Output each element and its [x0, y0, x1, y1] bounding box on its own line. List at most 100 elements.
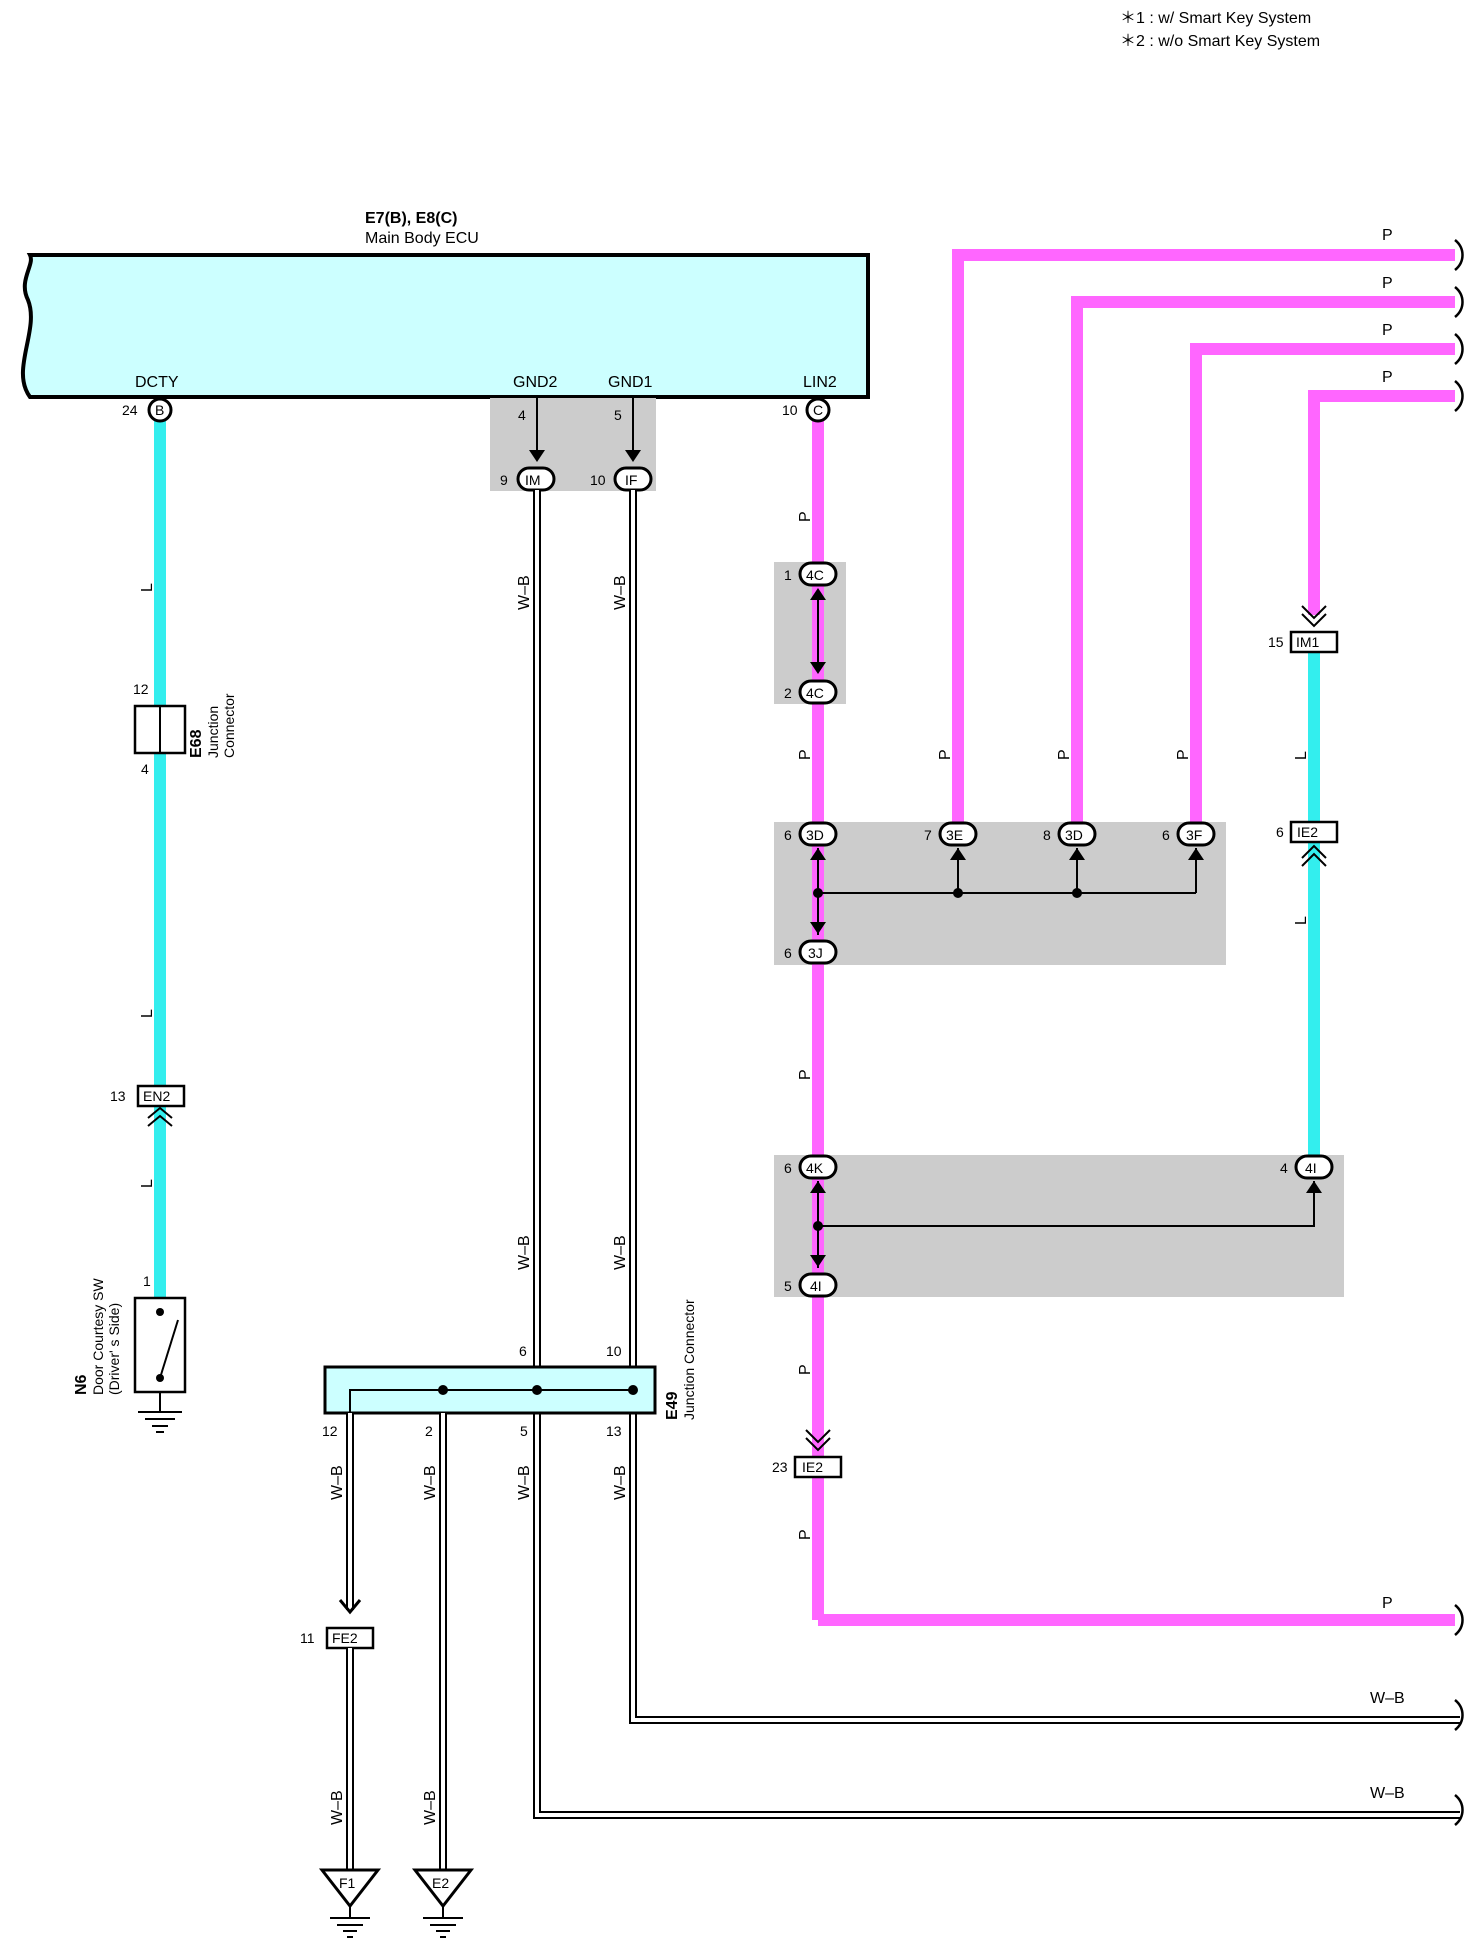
jb-4k-bus [810, 1181, 1322, 1268]
wire-label-wb1: W–B [516, 575, 533, 610]
fe2-arrow-icon [338, 1599, 362, 1615]
conn-3d-6 [798, 821, 838, 847]
wire-label-l5: L [1293, 916, 1310, 925]
ie2-connector-a [1289, 820, 1339, 844]
conn-4k-6-code: 4K [806, 1160, 824, 1176]
wire-p-im1 [1308, 390, 1455, 615]
conn-3j-6-pin: 6 [784, 945, 792, 961]
wire-label-wb6: W–B [422, 1465, 439, 1500]
conn-4c-2-pin: 2 [784, 685, 792, 701]
wire-label-p2: P [797, 749, 814, 760]
wire-label-p1: P [797, 511, 814, 522]
switch-contact-top [156, 1308, 164, 1316]
e68-line1: Junction [205, 706, 221, 758]
conn-3j-6 [798, 939, 838, 965]
wire-label-p8: P [797, 1529, 814, 1540]
ground-f1-label: F1 [339, 1875, 356, 1891]
e68-id: E68 [188, 729, 205, 758]
wire-label-p-r1: P [1382, 227, 1393, 244]
en2-pin: 13 [110, 1088, 126, 1104]
n6-id: N6 [73, 1374, 90, 1395]
conn-4i-5-pin: 5 [784, 1278, 792, 1294]
wire-label-l3: L [139, 1179, 156, 1188]
wire-label-wb5: W–B [329, 1465, 346, 1500]
conn-4i-5 [798, 1272, 838, 1298]
wire-label-wb7: W–B [516, 1465, 533, 1500]
conn-3d-8-code: 3D [1065, 827, 1083, 843]
wire-p-3d8 [1071, 296, 1455, 822]
conn-3e-7 [938, 821, 978, 847]
wire-label-p6: P [797, 1069, 814, 1080]
connector-c-code: C [813, 402, 823, 418]
n6-line2: (Driver' s Side) [106, 1303, 122, 1395]
ecu-box [20, 253, 870, 399]
e49-p10: 10 [606, 1343, 622, 1359]
connector-c-pin: 10 [782, 402, 798, 418]
ie2-a-code: IE2 [1297, 824, 1318, 840]
fe2-code: FE2 [332, 1630, 358, 1646]
conn-3f-6-code: 3F [1186, 827, 1202, 843]
fe2-pin: 11 [300, 1630, 315, 1646]
en2-code: EN2 [143, 1088, 170, 1104]
conn-4i-4-pin: 4 [1280, 1160, 1288, 1176]
ie2-b-arrow-icon [805, 1429, 831, 1452]
ie2-b-pin: 23 [772, 1459, 788, 1475]
conn-4c-1-pin: 1 [784, 567, 792, 583]
conn-3d-8 [1057, 821, 1097, 847]
wire-label-p3: P [937, 749, 954, 760]
connector-b [147, 397, 173, 423]
wire-p-3f [1190, 343, 1455, 822]
wire-label-p-r4: P [1382, 369, 1393, 386]
ie2-b-code: IE2 [802, 1459, 823, 1475]
en2-arrow-icon [147, 1106, 173, 1127]
wire-label-wb10: W–B [422, 1790, 439, 1825]
n6-pin: 1 [143, 1273, 151, 1289]
wire-label-wb2: W–B [612, 575, 629, 610]
wire-label-wb9: W–B [329, 1790, 346, 1825]
connector-b-pin: 24 [122, 402, 138, 418]
wire-label-l4: L [1293, 751, 1310, 760]
wire-label-wb3: W–B [516, 1235, 533, 1270]
wire-label-p4: P [1056, 749, 1073, 760]
wire-p-3e [952, 249, 1455, 822]
conn-3d-6-code: 3D [806, 827, 824, 843]
pin-lin2: LIN2 [803, 374, 837, 391]
wire-label-p-r3: P [1382, 322, 1393, 339]
im1-code: IM1 [1296, 634, 1320, 650]
n6-line1: Door Courtesy SW [90, 1278, 106, 1395]
wire-wb-gnd1-inner [631, 490, 1460, 1722]
conn-3j-6-code: 3J [808, 945, 823, 961]
im1-pin: 15 [1268, 634, 1284, 650]
ie2-a-pin: 6 [1276, 824, 1284, 840]
wire-label-wb4: W–B [612, 1235, 629, 1270]
ie2-connector-b [793, 1455, 843, 1479]
conn-4c-2 [798, 679, 838, 705]
ground-icon-f1 [318, 1868, 382, 1938]
wire-wb-gnd1 [629, 490, 1460, 1724]
conn-3f-6-pin: 6 [1162, 827, 1170, 843]
e49-node-1 [438, 1385, 448, 1395]
e68-pin-top: 12 [133, 681, 149, 697]
e49-node-2 [532, 1385, 542, 1395]
if-code: IF [625, 472, 637, 488]
switch-blade-icon [159, 1319, 179, 1379]
gnd2-arrow-icon [529, 450, 545, 462]
e49-p12: 12 [322, 1423, 338, 1439]
pin-gnd1: GND1 [608, 374, 653, 391]
wire-wb-gnd2-inner [535, 490, 1460, 1817]
conn-3f-6 [1176, 821, 1216, 847]
im-code: IM [525, 472, 541, 488]
conn-4k-6-pin: 6 [784, 1160, 792, 1176]
conn-4k-6 [798, 1154, 838, 1180]
e49-node-3 [628, 1385, 638, 1395]
connector-b-code: B [155, 402, 164, 418]
wire-label-wb-r2: W–B [1370, 1785, 1405, 1802]
conn-4c-2-code: 4C [806, 685, 824, 701]
connector-c [805, 397, 831, 423]
wire-label-p7: P [797, 1364, 814, 1375]
wire-label-p5: P [1175, 749, 1192, 760]
ground-e2-label: E2 [432, 1875, 449, 1891]
e49-p13: 13 [606, 1423, 622, 1439]
conn-4i-5-code: 4I [810, 1278, 822, 1294]
